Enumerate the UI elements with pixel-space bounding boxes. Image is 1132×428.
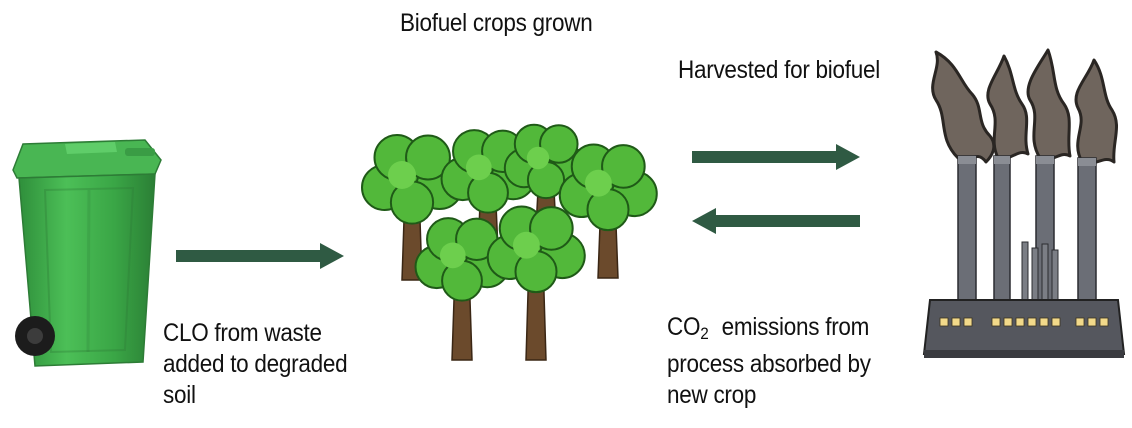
co2-text: CO	[667, 313, 701, 341]
co2-label-line: CO2 emissions from	[667, 312, 871, 349]
harvested-label: Harvested for biofuel	[678, 56, 880, 84]
co2-subscript: 2	[700, 324, 709, 343]
clo-label: CLO from waste added to degraded soil	[163, 318, 348, 411]
co2-label-line: process absorbed by	[667, 350, 871, 378]
trees-icon	[361, 123, 658, 361]
wheelie-bin-icon	[12, 139, 162, 367]
co2-label: CO2 emissions from process absorbed by n…	[667, 312, 871, 411]
arrow-right-icon	[176, 243, 344, 269]
co2-label-line: new crop	[667, 381, 757, 409]
arrow-right-icon	[692, 144, 860, 170]
co2-rest-text: emissions from	[715, 313, 870, 341]
clo-label-line: CLO from waste	[163, 319, 322, 347]
clo-label-line: soil	[163, 381, 196, 409]
arrow-left-icon	[692, 208, 860, 234]
crops-grown-label: Biofuel crops grown	[400, 9, 593, 37]
clo-label-line: added to degraded	[163, 350, 348, 378]
factory-icon	[922, 48, 1126, 358]
